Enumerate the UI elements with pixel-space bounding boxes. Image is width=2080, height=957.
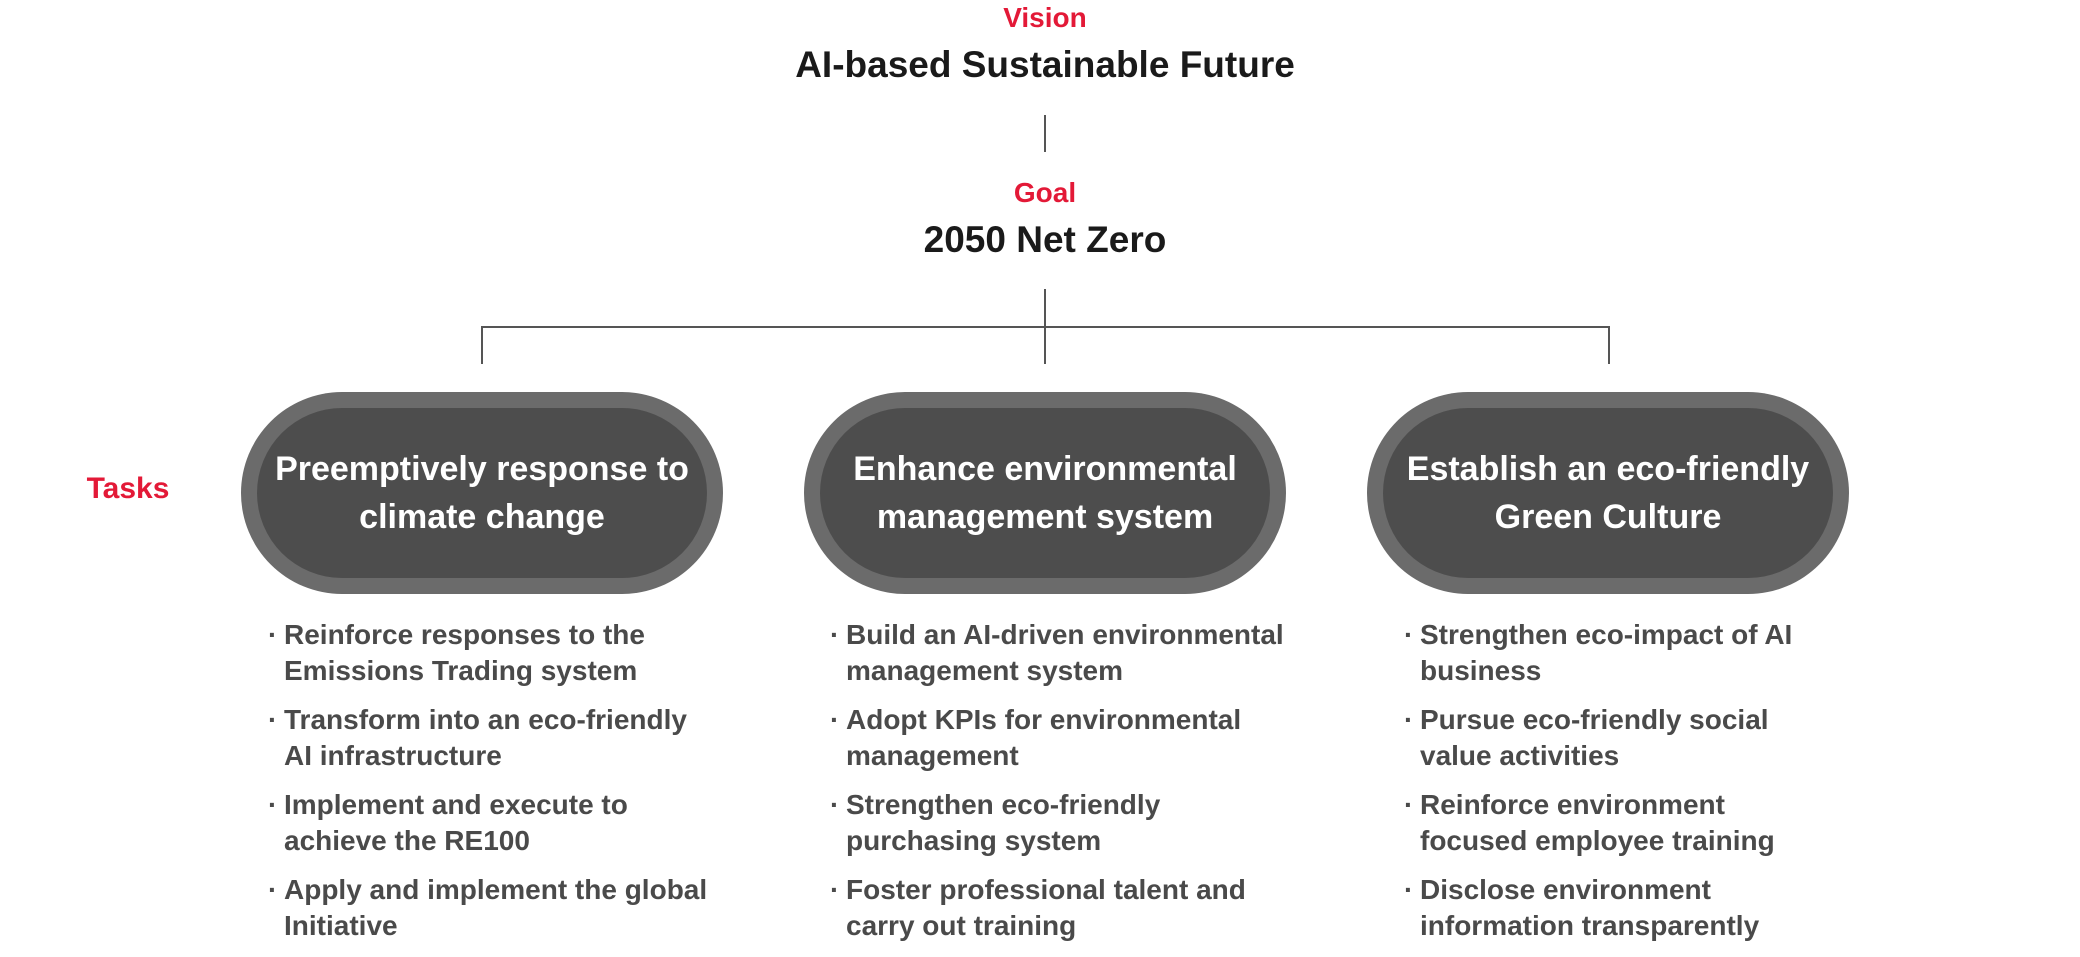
list-item-text: Foster professional talent and carry out…: [846, 874, 1246, 941]
task-list-2: · Build an AI-driven environmental manag…: [830, 617, 1300, 957]
branch-connector-2: [1044, 326, 1046, 364]
bullet-dot: ·: [268, 704, 278, 735]
task-list-1: · Reinforce responses to the Emissions T…: [268, 617, 708, 957]
branch-connector-3: [1608, 326, 1610, 364]
vision-label: Vision: [1003, 2, 1087, 33]
bullet-dot: ·: [268, 619, 278, 650]
list-item: · Transform into an eco-friendly AI infr…: [268, 702, 708, 774]
list-item: · Strengthen eco-friendly purchasing sys…: [830, 787, 1300, 859]
list-item-text: Strengthen eco-friendly purchasing syste…: [846, 789, 1161, 856]
list-item-text: Build an AI-driven environmental managem…: [846, 619, 1284, 686]
task-title-3: Establish an eco-friendly Green Culture: [1406, 450, 1810, 536]
list-item: · Reinforce environment focused employee…: [1404, 787, 1804, 859]
list-item: · Foster professional talent and carry o…: [830, 872, 1300, 944]
list-item-text: Strengthen eco-impact of AI business: [1420, 619, 1793, 686]
list-item-text: Apply and implement the global Initiativ…: [284, 874, 708, 941]
list-item: · Pursue eco-friendly social value activ…: [1404, 702, 1804, 774]
list-item-text: Disclose environment information transpa…: [1420, 874, 1760, 941]
goal-label: Goal: [1013, 177, 1077, 208]
vision-goal-connector: [1044, 115, 1046, 152]
list-item: · Build an AI-driven environmental manag…: [830, 617, 1300, 689]
tasks-label: Tasks: [86, 472, 170, 505]
bullet-dot: ·: [1404, 874, 1414, 905]
bullet-dot: ·: [830, 619, 840, 650]
task-pill-3: Establish an eco-friendly Green Culture: [1367, 392, 1849, 594]
list-item-text: Implement and execute to achieve the RE1…: [284, 789, 628, 856]
goal-title: 2050 Net Zero: [923, 219, 1167, 260]
bullet-dot: ·: [1404, 789, 1414, 820]
list-item: · Disclose environment information trans…: [1404, 872, 1804, 944]
task-pill-2: Enhance environmental management system: [804, 392, 1286, 594]
list-item-text: Reinforce environment focused employee t…: [1420, 789, 1775, 856]
list-item: · Reinforce responses to the Emissions T…: [268, 617, 708, 689]
list-item: · Adopt KPIs for environmental managemen…: [830, 702, 1300, 774]
task-pill-1-inner: Preemptively response to climate change: [257, 408, 707, 578]
list-item: · Apply and implement the global Initiat…: [268, 872, 708, 944]
task-pill-1: Preemptively response to climate change: [241, 392, 723, 594]
bullet-dot: ·: [1404, 704, 1414, 735]
bullet-dot: ·: [830, 704, 840, 735]
bullet-dot: ·: [268, 874, 278, 905]
list-item-text: Transform into an eco-friendly AI infras…: [284, 704, 687, 771]
task-title-2: Enhance environmental management system: [853, 450, 1237, 536]
list-item-text: Adopt KPIs for environmental management: [846, 704, 1242, 771]
list-item-text: Reinforce responses to the Emissions Tra…: [284, 619, 645, 686]
task-pill-3-inner: Establish an eco-friendly Green Culture: [1383, 408, 1833, 578]
task-title-1: Preemptively response to climate change: [275, 450, 689, 536]
task-list-3: · Strengthen eco-impact of AI business ·…: [1404, 617, 1804, 957]
bullet-dot: ·: [268, 789, 278, 820]
task-pill-2-inner: Enhance environmental management system: [820, 408, 1270, 578]
branch-connector-1: [481, 326, 483, 364]
goal-trunk-connector: [1044, 289, 1046, 327]
vision-title: AI-based Sustainable Future: [795, 44, 1295, 85]
bullet-dot: ·: [830, 789, 840, 820]
list-item: · Strengthen eco-impact of AI business: [1404, 617, 1804, 689]
bullet-dot: ·: [830, 874, 840, 905]
bullet-dot: ·: [1404, 619, 1414, 650]
list-item-text: Pursue eco-friendly social value activit…: [1420, 704, 1769, 771]
list-item: · Implement and execute to achieve the R…: [268, 787, 708, 859]
